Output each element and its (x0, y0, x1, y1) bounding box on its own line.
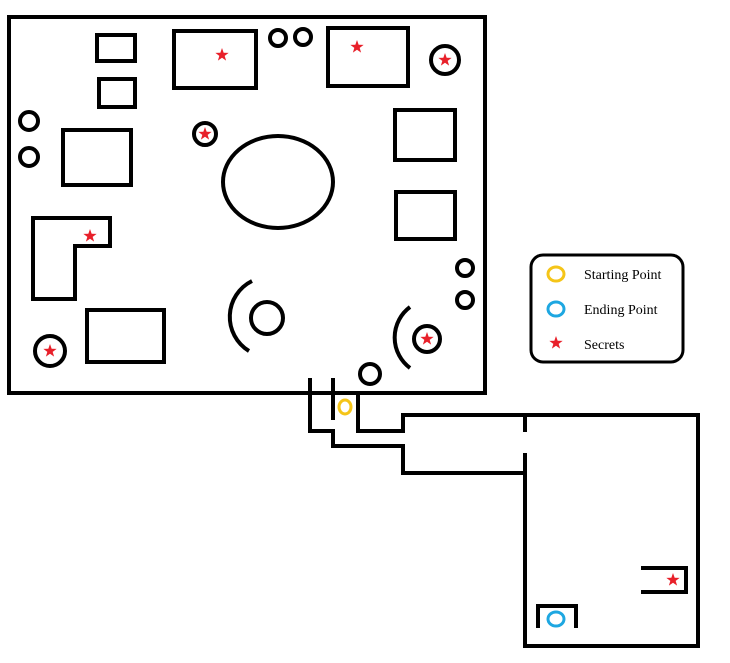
curved-barrier (392, 305, 412, 370)
secret-star-icon (420, 332, 434, 345)
end-alcove (536, 604, 578, 628)
room-block (326, 26, 410, 88)
main-building-wall (7, 15, 487, 395)
pillar (18, 110, 40, 132)
legend-label-secrets: Secrets (584, 338, 624, 353)
pillar (455, 290, 475, 310)
secret-star-icon (666, 573, 680, 586)
starting-point-ring-icon (546, 265, 566, 283)
legend-label-ending-point: Ending Point (584, 303, 658, 318)
room-block (172, 29, 258, 90)
secret-star-icon (198, 127, 212, 140)
pillar-ring (249, 300, 285, 336)
secret-star-icon (438, 53, 452, 66)
small-block (97, 77, 137, 109)
pillar-ring (33, 334, 67, 368)
pillar-ring (412, 324, 442, 354)
pillar (455, 258, 475, 278)
curved-barrier (227, 279, 253, 353)
pillar-ring (429, 44, 461, 76)
room-block (85, 308, 166, 364)
room-block (394, 190, 457, 241)
room-block (61, 128, 133, 187)
pillar (293, 27, 313, 47)
small-block (95, 33, 137, 63)
room-block (393, 108, 457, 162)
map-legend: Starting Point Ending Point Secrets (529, 253, 685, 364)
secret-star-icon (350, 40, 364, 53)
secret-star-icon (83, 229, 97, 242)
ending-point-ring-icon (546, 300, 566, 318)
l-shaped-wall (31, 216, 112, 301)
corridor-wall (308, 378, 700, 648)
starting-point-ring-icon (337, 398, 353, 416)
secret-star-icon (215, 48, 229, 61)
legend-box (529, 253, 685, 364)
secret-alcove (641, 566, 688, 594)
legend-label-starting-point: Starting Point (584, 268, 662, 283)
central-fountain (221, 134, 335, 230)
secret-star-icon (43, 344, 57, 357)
pillar-ring (192, 121, 218, 147)
ending-point-ring-icon (546, 610, 566, 628)
pillar (18, 146, 40, 168)
pillar (268, 28, 288, 48)
pillar (358, 362, 382, 386)
